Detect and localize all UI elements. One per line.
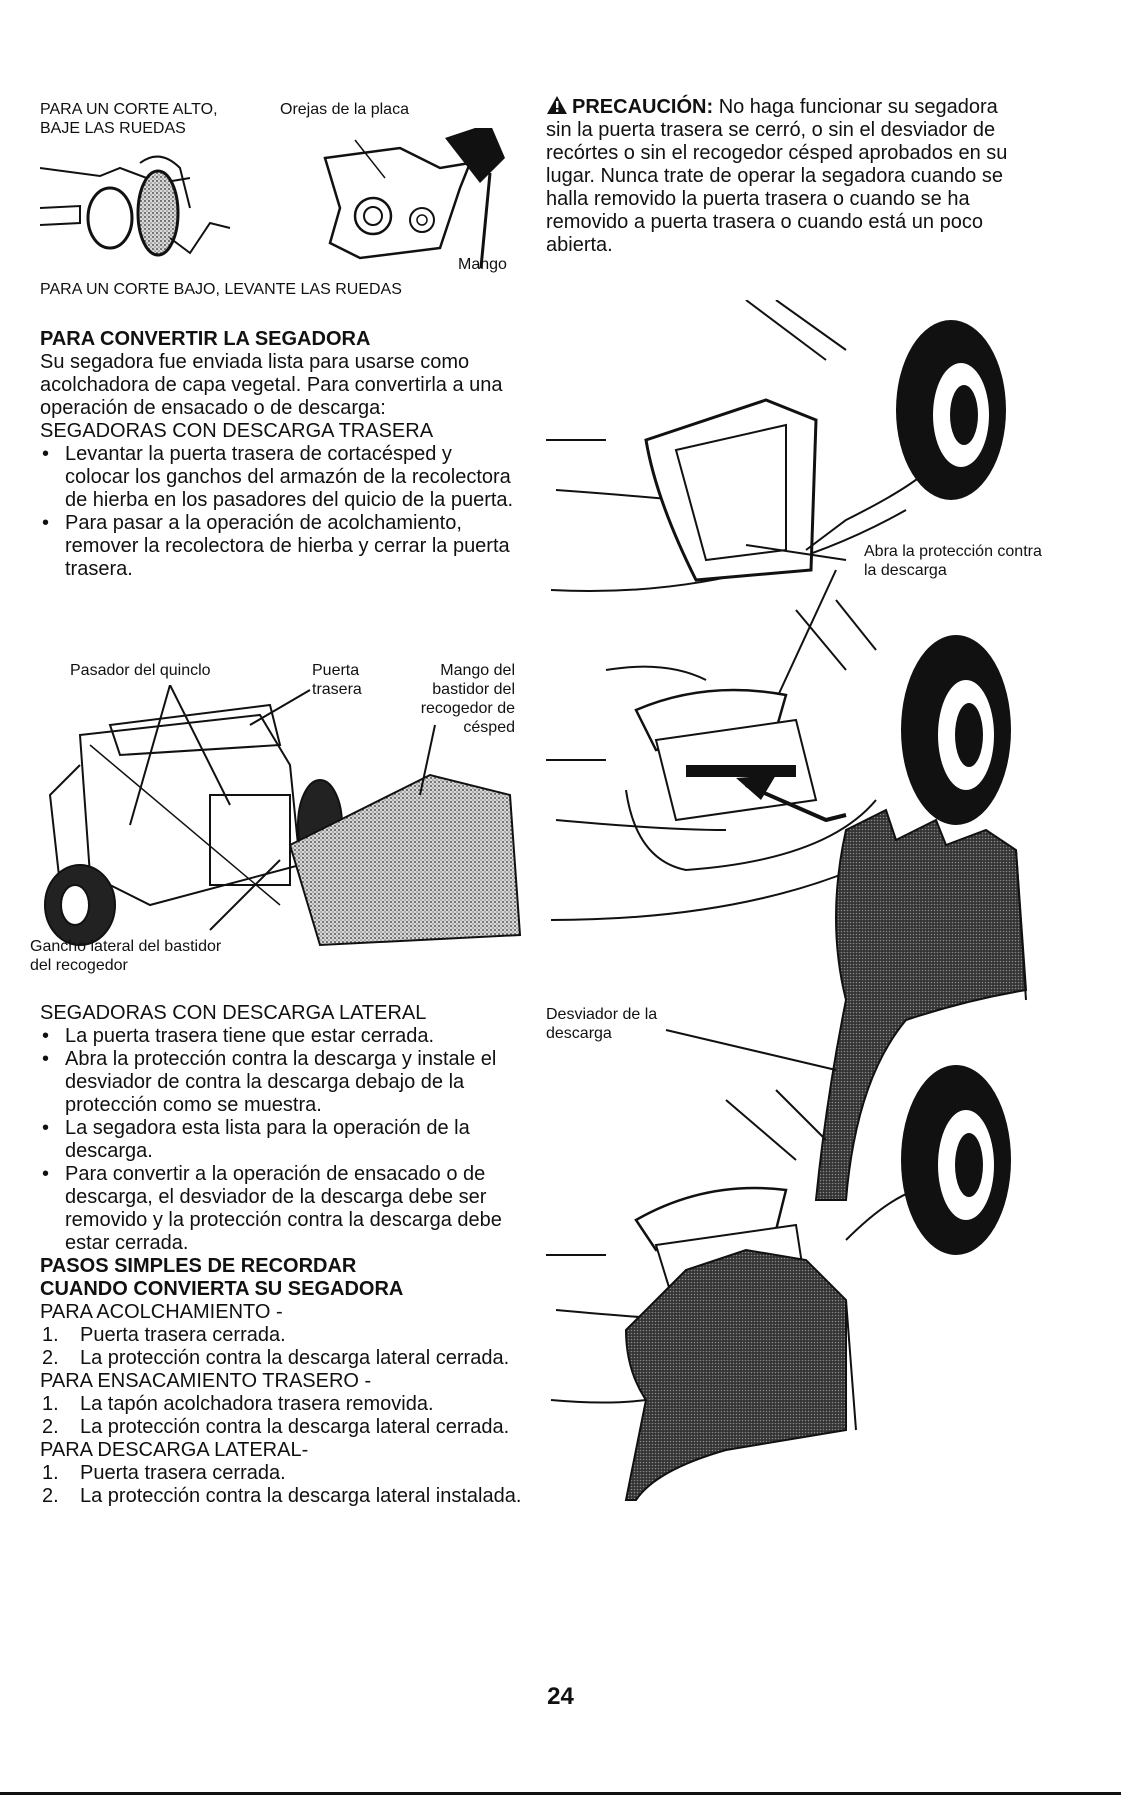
label-side-hook: Gancho lateral del bastidor del recogedo… [30,938,222,974]
list-item: 1.Puerta trasera cerrada. [42,1324,286,1346]
label-open-guard: Abra la protección contra la descarga [864,543,1042,579]
figure-wheel-height: PARA UN CORTE ALTO, BAJE LAS RUEDAS Orej… [40,88,520,303]
label-rear-door: Puerta trasera [312,662,362,698]
mulch-heading: PARA ACOLCHAMIENTO - [40,1301,283,1323]
caution-text: No haga funcionar su segadora sin la pue… [546,96,1008,256]
side-discharge-drawing [546,300,1028,1501]
wheel-height-drawing [40,128,505,268]
list-item: 2.La protección contra la descarga later… [42,1347,510,1369]
list-item: La segadora esta lista para la operación… [40,1117,520,1163]
list-item: Para convertir a la operación de ensacad… [40,1163,520,1255]
convert-heading: PARA CONVERTIR LA SEGADORA [40,328,371,350]
side-discharge-list: La puerta trasera tiene que estar cerrad… [40,1025,520,1255]
convert-intro: Su segadora fue enviada lista para usars… [40,351,503,419]
label-catcher-handle: Mango del bastidor del recogedor de césp… [420,662,515,736]
steps-heading-2: CUANDO CONVIERTA SU SEGADORA [40,1278,404,1300]
figure-side-discharge: Abra la protección contra la descarga De… [546,300,1086,1530]
grass-catcher-drawing [44,685,522,947]
list-item: 1.La tapón acolchadora trasera removida. [42,1393,434,1415]
rear-bagging-heading: PARA ENSACAMIENTO TRASERO - [40,1370,372,1392]
figure-grass-catcher: Pasador del quinclo Puerta trasera Mango… [30,655,530,985]
page-number: 24 [547,1683,574,1710]
list-item: La puerta trasera tiene que estar cerrad… [40,1025,520,1048]
list-item: Abra la protección contra la descarga y … [40,1048,520,1117]
list-item: 2.La protección contra la descarga later… [42,1416,510,1438]
footer-rule [0,1792,1121,1795]
label-high-cut: PARA UN CORTE ALTO, BAJE LAS RUEDAS [40,101,218,137]
mulch-steps: 1.Puerta trasera cerrada. 2.La protecció… [40,1324,530,1370]
side-discharge-steps: 1.Puerta trasera cerrada. 2.La protecció… [40,1462,530,1508]
caution-label: PRECAUCIÓN: [572,96,714,118]
rear-discharge-heading: SEGADORAS CON DESCARGA TRASERA [40,420,434,442]
convert-section: PARA CONVERTIR LA SEGADORA Su segadora f… [40,328,530,581]
label-hinge-pin: Pasador del quinclo [70,662,211,679]
list-item: Levantar la puerta trasera de cortacéspe… [40,443,520,512]
list-item: 2.La protección contra la descarga later… [42,1485,522,1507]
steps-heading-1: PASOS SIMPLES DE RECORDAR [40,1255,357,1277]
list-item: Para pasar a la operación de acolchamien… [40,512,520,581]
label-low-cut: PARA UN CORTE BAJO, LEVANTE LAS RUEDAS [40,281,402,298]
list-item: 1.Puerta trasera cerrada. [42,1462,286,1484]
warning-icon [547,96,567,114]
caution-box: PRECAUCIÓN: No haga funcionar su segador… [546,95,1026,257]
label-deflector: Desviador de la descarga [546,1006,658,1042]
rear-discharge-list: Levantar la puerta trasera de cortacéspe… [40,443,520,581]
side-discharge-heading: SEGADORAS CON DESCARGA LATERAL [40,1002,427,1024]
side-discharge-section: SEGADORAS CON DESCARGA LATERAL La puerta… [40,1002,530,1508]
label-plate-ears: Orejas de la placa [280,101,409,118]
rear-bagging-steps: 1.La tapón acolchadora trasera removida.… [40,1393,530,1439]
side-discharge-steps-heading: PARA DESCARGA LATERAL- [40,1439,309,1461]
